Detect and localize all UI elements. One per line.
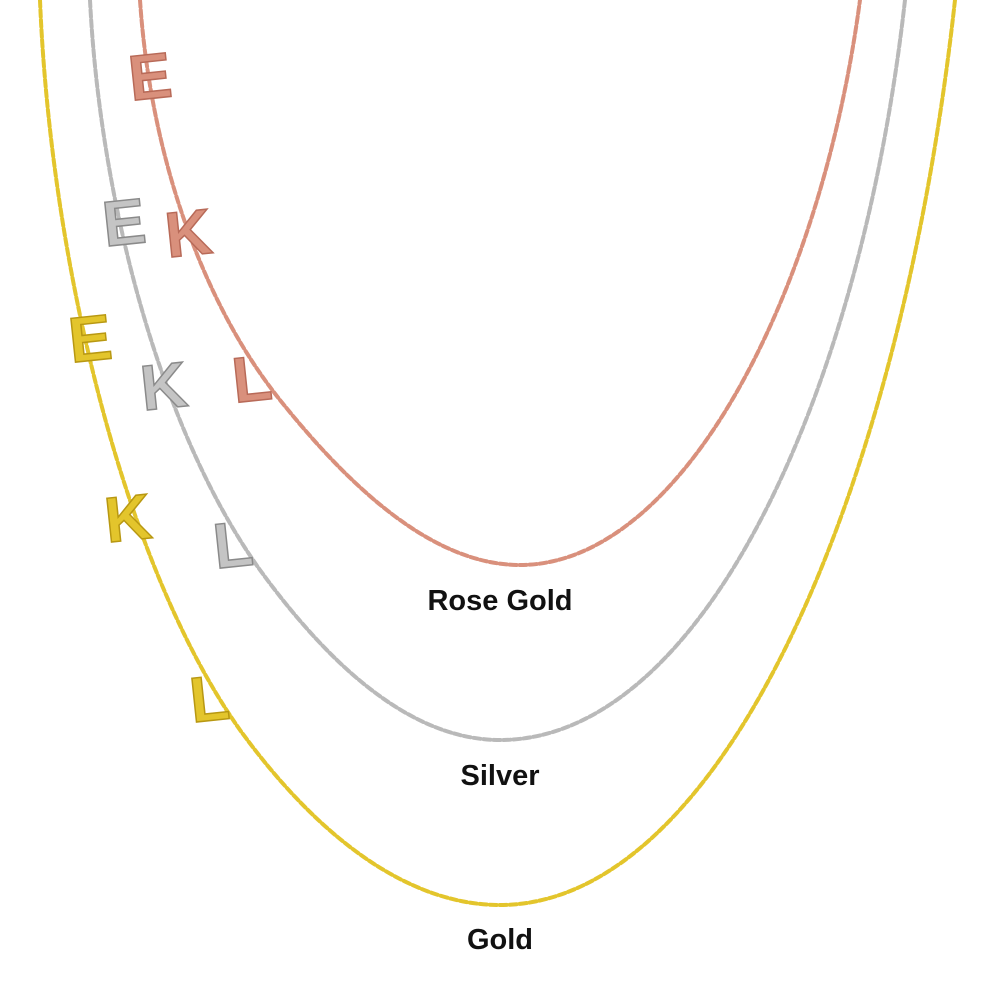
- rose-gold-letter-k: K: [162, 195, 215, 271]
- silver-letter-k: K: [137, 348, 190, 424]
- silver-label: Silver: [460, 760, 540, 792]
- rose-gold-letter-e: E: [125, 39, 175, 115]
- silver-letter-e: E: [99, 184, 149, 260]
- rose-gold-chain-core: [139, 0, 861, 566]
- rose-gold-label: Rose Gold: [427, 585, 573, 617]
- rose-gold-chain: [138, 0, 862, 568]
- rose-gold-necklace: E K L: [124, 0, 862, 568]
- silver-letter-l: L: [210, 507, 256, 583]
- gold-necklace: E K L: [38, 0, 957, 908]
- rose-gold-letter-l: L: [229, 341, 275, 417]
- gold-chain: [38, 0, 957, 908]
- gold-label: Gold: [466, 924, 534, 956]
- gold-letter-e: E: [65, 301, 115, 377]
- silver-chain: [88, 0, 907, 743]
- silver-necklace: E K L: [88, 0, 907, 743]
- gold-letter-k: K: [101, 480, 154, 556]
- gold-letter-l: L: [186, 661, 232, 737]
- silver-chain-core: [89, 0, 906, 741]
